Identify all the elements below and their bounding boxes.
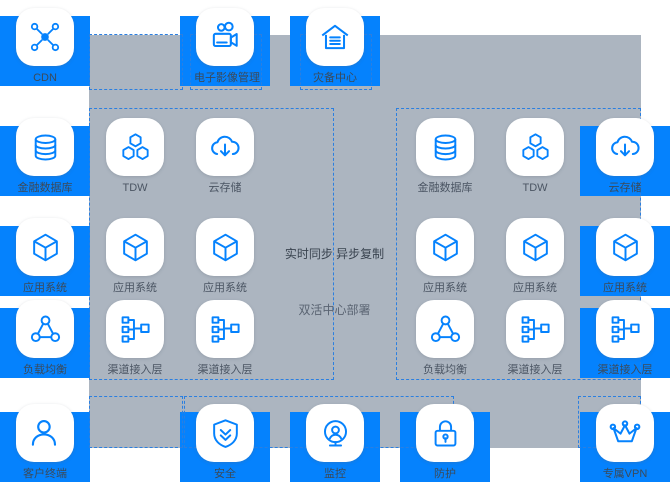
node-label-app-r1: 应用系统 [423, 282, 467, 294]
node-monitor[interactable]: 监控 [304, 404, 366, 481]
node-label-app-l1: 应用系统 [23, 282, 67, 294]
warehouse-icon[interactable] [306, 8, 364, 66]
load-balancer-icon[interactable] [16, 300, 74, 358]
cube-icon[interactable] [106, 218, 164, 276]
cube-icon[interactable] [416, 218, 474, 276]
node-lb-l[interactable]: 负载均衡 [14, 300, 76, 377]
node-label-lb-r: 负载均衡 [423, 364, 467, 376]
node-cos-r[interactable]: 云存储 [594, 118, 656, 195]
node-label-chan-r2: 渠道接入层 [597, 364, 653, 376]
cdn-network-icon[interactable] [16, 8, 74, 66]
node-app-l1[interactable]: 应用系统 [14, 218, 76, 295]
hierarchy-icon[interactable] [596, 300, 654, 358]
database-icon[interactable] [416, 118, 474, 176]
video-camera-icon[interactable] [196, 8, 254, 66]
database-icon[interactable] [16, 118, 74, 176]
node-label-cos-l: 云存储 [208, 182, 242, 194]
node-label-protect: 防护 [434, 468, 456, 480]
node-label-cos-r: 云存储 [608, 182, 642, 194]
node-chan-r1[interactable]: 渠道接入层 [504, 300, 566, 377]
node-user[interactable]: 客户终端 [14, 404, 76, 481]
node-tdw-r[interactable]: TDW [504, 118, 566, 195]
node-label-security: 安全 [214, 468, 236, 480]
cube-icon[interactable] [506, 218, 564, 276]
node-chan-l1[interactable]: 渠道接入层 [104, 300, 166, 377]
node-chan-l2[interactable]: 渠道接入层 [194, 300, 256, 377]
node-label-vpn: 专属VPN [602, 468, 648, 480]
node-tdw-l[interactable]: TDW [104, 118, 166, 195]
node-label-app-r2: 应用系统 [513, 282, 557, 294]
node-eimg[interactable]: 电子影像管理 [194, 8, 260, 85]
node-vpn[interactable]: 专属VPN [594, 404, 656, 481]
cloud-download-icon[interactable] [596, 118, 654, 176]
node-label-chan-r1: 渠道接入层 [507, 364, 563, 376]
node-protect[interactable]: 防护 [414, 404, 476, 481]
node-label-app-l2: 应用系统 [113, 282, 157, 294]
lock-icon[interactable] [416, 404, 474, 462]
group-boundary-top-left [89, 34, 183, 90]
node-lb-r[interactable]: 负载均衡 [414, 300, 476, 377]
node-app-r1[interactable]: 应用系统 [414, 218, 476, 295]
node-label-eimg: 电子影像管理 [194, 72, 260, 84]
cube-icon[interactable] [16, 218, 74, 276]
hierarchy-icon[interactable] [106, 300, 164, 358]
cube-icon[interactable] [196, 218, 254, 276]
node-app-r2[interactable]: 应用系统 [504, 218, 566, 295]
node-app-r3[interactable]: 应用系统 [594, 218, 656, 295]
node-security[interactable]: 安全 [194, 404, 256, 481]
node-app-l3[interactable]: 应用系统 [194, 218, 256, 295]
hexagon-cluster-icon[interactable] [506, 118, 564, 176]
node-label-fin-db-r: 金融数据库 [417, 182, 473, 194]
node-label-monitor: 监控 [324, 468, 346, 480]
user-icon[interactable] [16, 404, 74, 462]
node-dr-center[interactable]: 灾备中心 [304, 8, 366, 85]
hierarchy-icon[interactable] [196, 300, 254, 358]
cube-icon[interactable] [596, 218, 654, 276]
node-chan-r2[interactable]: 渠道接入层 [594, 300, 656, 377]
group-boundary-left-core [89, 108, 334, 380]
shield-icon[interactable] [196, 404, 254, 462]
node-cdn[interactable]: CDN [14, 8, 76, 85]
node-label-tdw-r: TDW [522, 182, 548, 194]
node-label-user: 客户终端 [23, 468, 67, 480]
hexagon-cluster-icon[interactable] [106, 118, 164, 176]
node-fin-db-r[interactable]: 金融数据库 [414, 118, 476, 195]
group-boundary-bottom-left [89, 396, 183, 448]
node-label-tdw-l: TDW [122, 182, 148, 194]
center-note-sync: 实时同步 异步复制 [284, 247, 385, 261]
center-note-deploy: 双活中心部署 [298, 303, 371, 317]
load-balancer-icon[interactable] [416, 300, 474, 358]
node-label-cdn: CDN [33, 72, 57, 84]
node-label-fin-db-l: 金融数据库 [17, 182, 73, 194]
node-label-app-l3: 应用系统 [203, 282, 247, 294]
monitor-eye-icon[interactable] [306, 404, 364, 462]
node-app-l2[interactable]: 应用系统 [104, 218, 166, 295]
node-label-chan-l2: 渠道接入层 [197, 364, 253, 376]
crown-icon[interactable] [596, 404, 654, 462]
node-label-chan-l1: 渠道接入层 [107, 364, 163, 376]
node-fin-db-l[interactable]: 金融数据库 [14, 118, 76, 195]
hierarchy-icon[interactable] [506, 300, 564, 358]
node-label-lb-l: 负载均衡 [23, 364, 67, 376]
node-label-dr-center: 灾备中心 [313, 72, 357, 84]
node-cos-l[interactable]: 云存储 [194, 118, 256, 195]
cloud-download-icon[interactable] [196, 118, 254, 176]
node-label-app-r3: 应用系统 [603, 282, 647, 294]
